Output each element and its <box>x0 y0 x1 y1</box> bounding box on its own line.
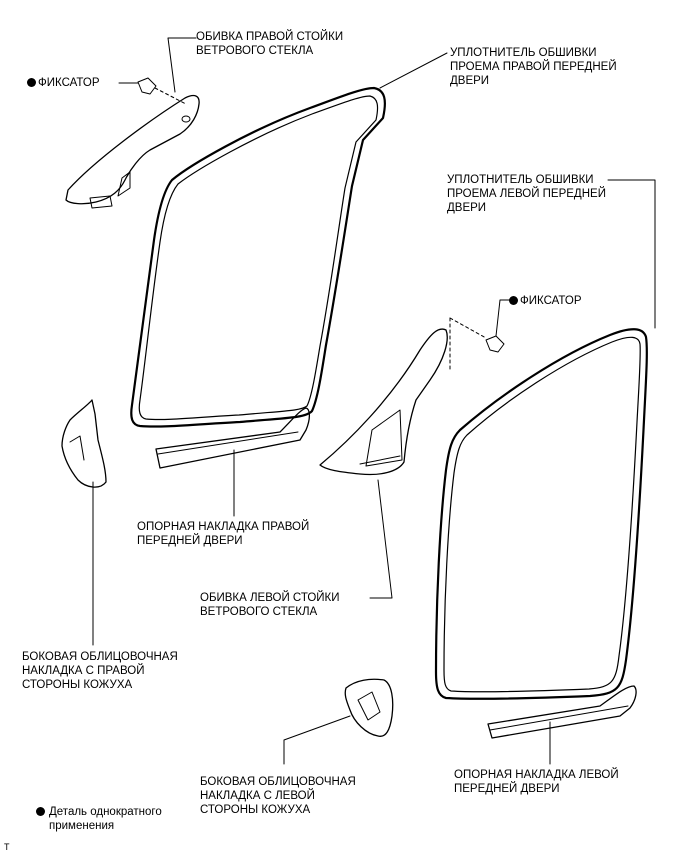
label-right-scuff-plate: ОПОРНАЯ НАКЛАДКА ПРАВОЙ ПЕРЕДНЕЙ ДВЕРИ <box>137 521 310 547</box>
right-weatherstrip-drawing <box>130 86 386 428</box>
left-scuff-plate-drawing <box>487 685 637 739</box>
label-left-scuff-plate: ОПОРНАЯ НАКЛАДКА ЛЕВОЙ ПЕРЕДНЕЙ ДВЕРИ <box>454 769 619 795</box>
right-pillar-garnish-drawing <box>65 94 200 209</box>
left-pillar-garnish-drawing <box>319 328 448 476</box>
left-weatherstrip-drawing <box>434 328 648 700</box>
single-use-bullet-icon <box>27 78 36 87</box>
label-right-pillar-garnish: ОБИВКА ПРАВОЙ СТОЙКИ ВЕТРОВОГО СТЕКЛА <box>196 31 344 57</box>
label-left-door-weatherstrip: УПЛОТНИТЕЛЬ ОБШИВКИ ПРОЕМА ЛЕВОЙ ПЕРЕДНЕ… <box>447 174 606 214</box>
clip-mid-drawing <box>449 317 505 373</box>
label-left-pillar-garnish: ОБИВКА ЛЕВОЙ СТОЙКИ ВЕТРОВОГО СТЕКЛА <box>200 592 340 618</box>
leader-lines <box>92 37 656 765</box>
label-clip-mid: ФИКСАТОР <box>509 294 582 308</box>
left-cowl-trim-drawing <box>344 678 394 737</box>
label-left-cowl-trim: БОКОВАЯ ОБЛИЦОВОЧНАЯ НАКЛАДКА С ЛЕВОЙ СТ… <box>200 776 356 816</box>
single-use-bullet-icon <box>509 296 518 305</box>
corner-mark: T <box>4 842 10 852</box>
label-clip-top: ФИКСАТОР <box>27 76 100 90</box>
right-scuff-plate-drawing <box>155 407 311 469</box>
label-right-cowl-trim: БОКОВАЯ ОБЛИЦОВОЧНАЯ НАКЛАДКА С ПРАВОЙ С… <box>22 651 178 691</box>
clip-top-drawing <box>137 77 187 105</box>
single-use-bullet-icon <box>36 807 45 816</box>
right-cowl-trim-drawing <box>61 399 107 488</box>
legend: Деталь однократного применения <box>36 805 162 833</box>
label-right-door-weatherstrip: УПЛОТНИТЕЛЬ ОБШИВКИ ПРОЕМА ПРАВОЙ ПЕРЕДН… <box>450 47 617 87</box>
